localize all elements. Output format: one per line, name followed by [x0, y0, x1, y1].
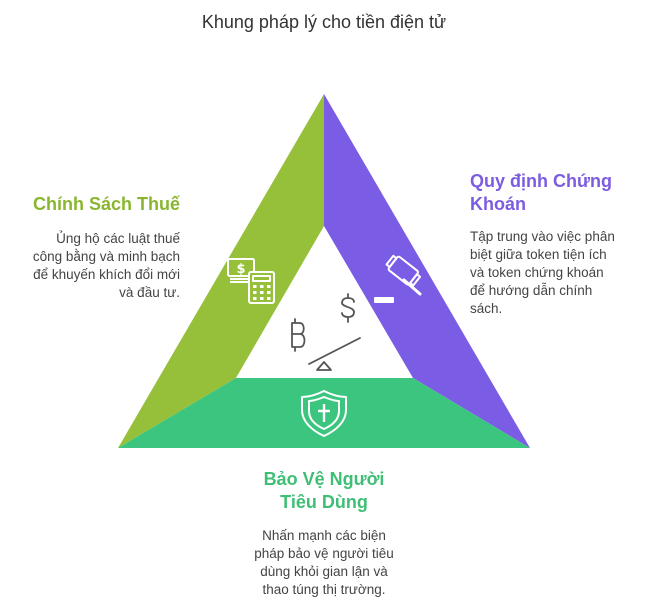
securities-segment — [324, 94, 530, 448]
tax-policy-description: Ủng hộ các luật thuế công bằng và minh b… — [32, 231, 180, 300]
money-calculator-icon: $ — [227, 258, 275, 304]
consumer-protection-description: Nhấn mạnh các biện pháp bảo vệ người tiê… — [254, 528, 394, 597]
securities-regulation-heading: Quy định Chứng Khoán — [470, 171, 613, 214]
securities-regulation-description: Tập trung vào việc phân biệt giữa token … — [470, 229, 615, 316]
tax-segment — [118, 94, 324, 448]
securities-regulation-block: Quy định Chứng Khoán Tập trung vào việc … — [470, 170, 640, 318]
shield-cross-icon — [301, 390, 347, 437]
consumer-protection-heading: Bảo Vệ Người Tiêu Dùng — [263, 469, 385, 512]
bitcoin-dollar-balance-icon — [291, 293, 361, 371]
tax-policy-heading: Chính Sách Thuế — [32, 194, 180, 214]
page-title: Khung pháp lý cho tiền điện tử — [201, 12, 447, 32]
tax-policy-block: Chính Sách Thuế Ủng hộ các luật thuế côn… — [10, 193, 180, 302]
svg-text:$: $ — [236, 262, 245, 277]
gavel-icon — [374, 254, 422, 303]
consumer-protection-block: Bảo Vệ Người Tiêu Dùng Nhấn mạnh các biệ… — [218, 468, 430, 599]
